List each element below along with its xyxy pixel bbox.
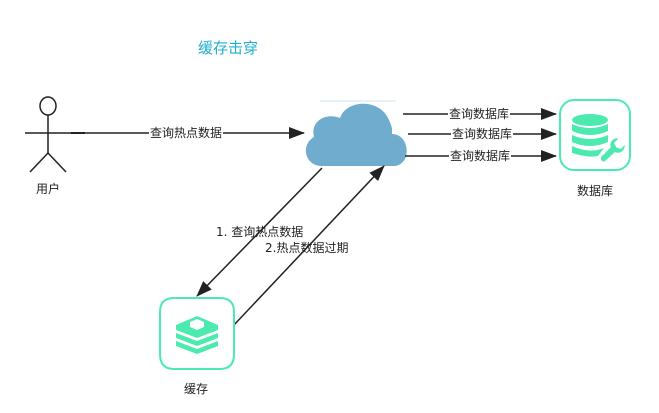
cloud-icon [305, 100, 407, 166]
actor-icon [25, 96, 71, 173]
edge-label-server-to-db-3: 查询数据库 [449, 149, 512, 163]
edge-cache-to-server [232, 165, 385, 327]
edge-label-server-to-db-2: 查询数据库 [451, 127, 514, 141]
edge-label-cache-to-server: 2.热点数据过期 [265, 241, 349, 255]
cache-node[interactable] [159, 297, 235, 370]
cache-label: 缓存 [184, 382, 209, 396]
database-label: 数据库 [577, 184, 614, 198]
edge-label-server-to-db-1: 查询数据库 [448, 107, 511, 121]
diagram-title: 缓存击穿 [198, 39, 259, 57]
edge-label-user-to-server: 查询热点数据 [149, 126, 224, 140]
edge-label-server-to-cache: 1. 查询热点数据 [216, 225, 304, 239]
database-node[interactable] [559, 99, 631, 171]
database-wrench-icon [572, 114, 627, 163]
user-label: 用户 [36, 182, 61, 196]
redis-cache-icon [176, 316, 218, 354]
edge-server-to-cache [196, 167, 323, 297]
